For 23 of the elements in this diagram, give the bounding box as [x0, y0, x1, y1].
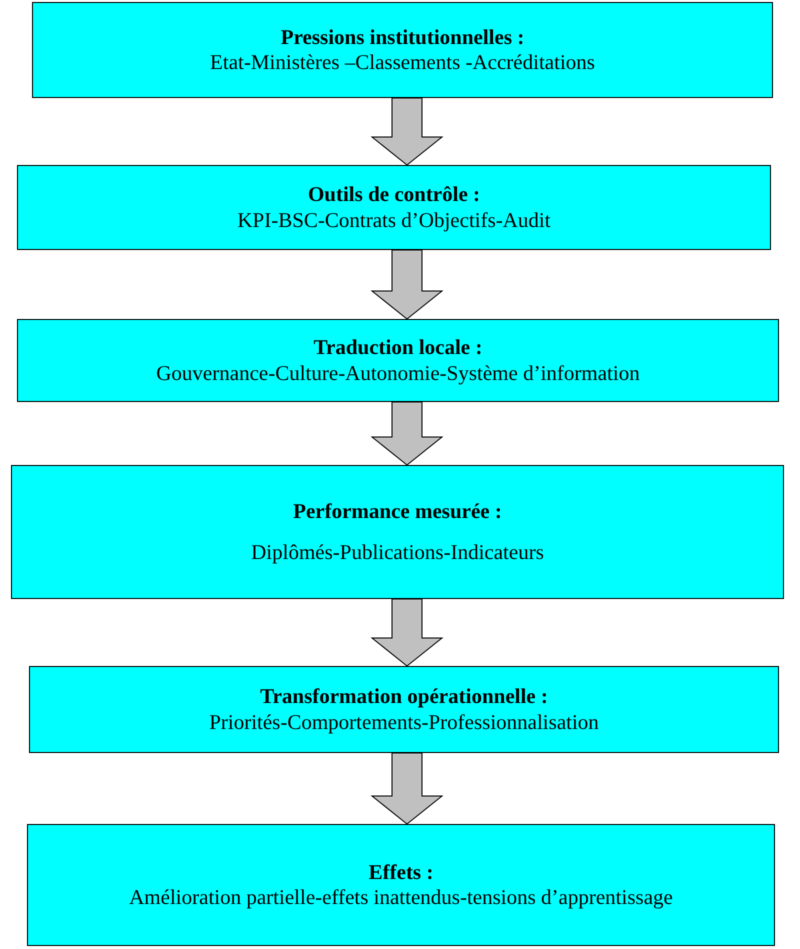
- box-heading: Pressions institutionnelles :: [280, 24, 524, 50]
- box-text: Priorités-Comportements-Professionnalisation: [209, 710, 599, 735]
- box-text: Etat-Ministères –Classements -Accréditations: [210, 50, 595, 76]
- box-heading: Effets :: [368, 860, 434, 885]
- box-text: Diplômés-Publications-Indicateurs: [251, 540, 544, 566]
- block-arrow: [370, 402, 444, 466]
- process-box: [29, 666, 779, 753]
- process-box: [32, 2, 773, 98]
- box-heading: Transformation opérationnelle :: [260, 684, 548, 710]
- process-box: [11, 465, 784, 599]
- block-arrow: [370, 98, 444, 166]
- box-heading: Performance mesurée :: [293, 498, 502, 524]
- block-arrow: [370, 250, 444, 320]
- process-box: [17, 319, 779, 402]
- box-text: Amélioration partielle-effets inattendus-tensions d’apprentissage: [129, 885, 673, 910]
- process-box: [17, 165, 771, 250]
- box-text: Gouvernance-Culture-Autonomie-Système d’information: [156, 360, 640, 386]
- box-heading: Traduction locale :: [314, 335, 482, 360]
- process-box: [27, 824, 775, 946]
- block-arrow: [370, 752, 444, 825]
- box-heading: Outils de contrôle :: [308, 182, 480, 208]
- box-text: KPI-BSC-Contrats d’Objectifs-Audit: [237, 208, 551, 233]
- block-arrow: [370, 598, 444, 667]
